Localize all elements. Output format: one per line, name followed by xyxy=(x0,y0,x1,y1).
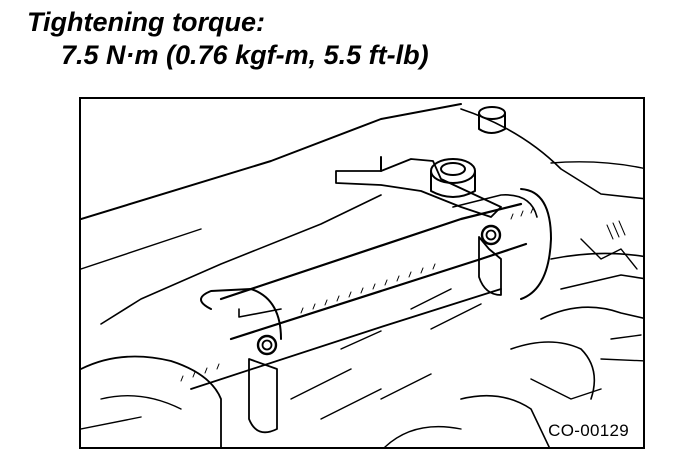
figure-code: CO-00129 xyxy=(548,421,629,440)
torque-label: Tightening torque: xyxy=(27,7,265,37)
radiator-figure: CO-00129 xyxy=(79,97,645,449)
torque-value: 7.5 N·m (0.76 kgf-m, 5.5 ft-lb) xyxy=(61,40,429,70)
radiator-illustration xyxy=(81,103,643,447)
torque-spec: Tightening torque: 7.5 N·m (0.76 kgf-m, … xyxy=(27,6,429,72)
